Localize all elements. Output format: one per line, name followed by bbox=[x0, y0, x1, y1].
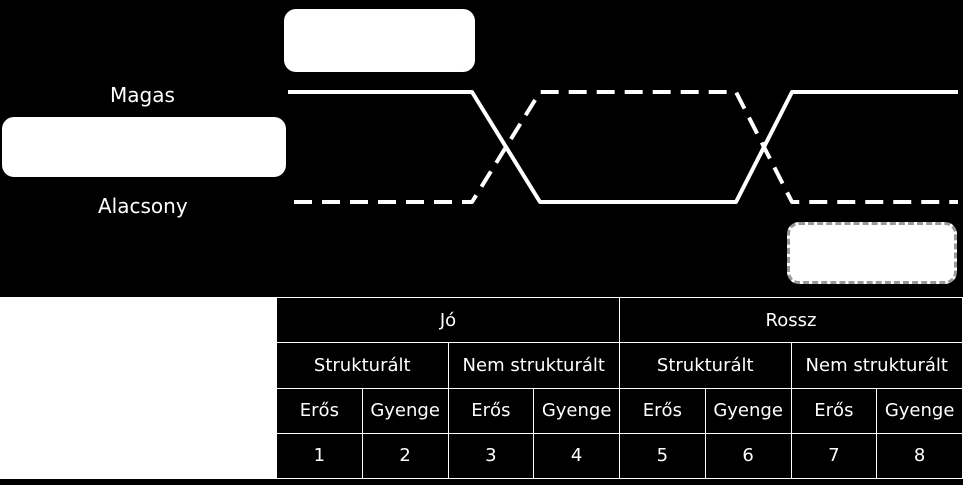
table-cell: 5 bbox=[619, 432, 706, 480]
classification-table: Jó Rossz Strukturált Nem strukturált Str… bbox=[276, 296, 963, 480]
table-cell: 3 bbox=[447, 432, 535, 480]
signal-waveform bbox=[288, 90, 958, 204]
header-bad: Rossz bbox=[619, 296, 963, 344]
table-row: Strukturált Nem strukturált Strukturált … bbox=[276, 342, 963, 389]
table-cell: Gyenge bbox=[533, 387, 620, 434]
table-cell: 2 bbox=[361, 432, 449, 480]
table-cell: 1 bbox=[276, 432, 363, 480]
table-cell: Erős bbox=[619, 387, 706, 434]
table-row: Erős Gyenge Erős Gyenge Erős Gyenge Erős… bbox=[276, 387, 963, 434]
table-cell: Gyenge bbox=[361, 387, 449, 434]
dashed-signal-line bbox=[294, 90, 958, 204]
table-cell: Strukturált bbox=[619, 342, 792, 389]
table-row: Jó Rossz bbox=[276, 296, 963, 344]
table-cell: Gyenge bbox=[876, 387, 963, 434]
table-cell: Erős bbox=[447, 387, 535, 434]
low-label: Alacsony bbox=[98, 194, 188, 218]
solid-signal-line bbox=[288, 90, 958, 204]
top-label-box bbox=[284, 9, 475, 72]
table-cell: Erős bbox=[276, 387, 363, 434]
table-cell: 6 bbox=[704, 432, 792, 480]
table-cell: 7 bbox=[790, 432, 878, 480]
table-cell: Erős bbox=[790, 387, 878, 434]
table-cell: Nem strukturált bbox=[447, 342, 620, 389]
high-label: Magas bbox=[110, 83, 175, 107]
left-label-box bbox=[2, 117, 286, 177]
table-cell: 8 bbox=[876, 432, 963, 480]
table-cell: Strukturált bbox=[276, 342, 449, 389]
table-cell: Gyenge bbox=[704, 387, 792, 434]
table-cell: 4 bbox=[533, 432, 620, 480]
table-cell: Nem strukturált bbox=[790, 342, 963, 389]
bottom-right-label-box bbox=[787, 222, 957, 284]
row-header-panel bbox=[0, 297, 276, 479]
header-good: Jó bbox=[276, 296, 620, 344]
table-row: 1 2 3 4 5 6 7 8 bbox=[276, 432, 963, 480]
